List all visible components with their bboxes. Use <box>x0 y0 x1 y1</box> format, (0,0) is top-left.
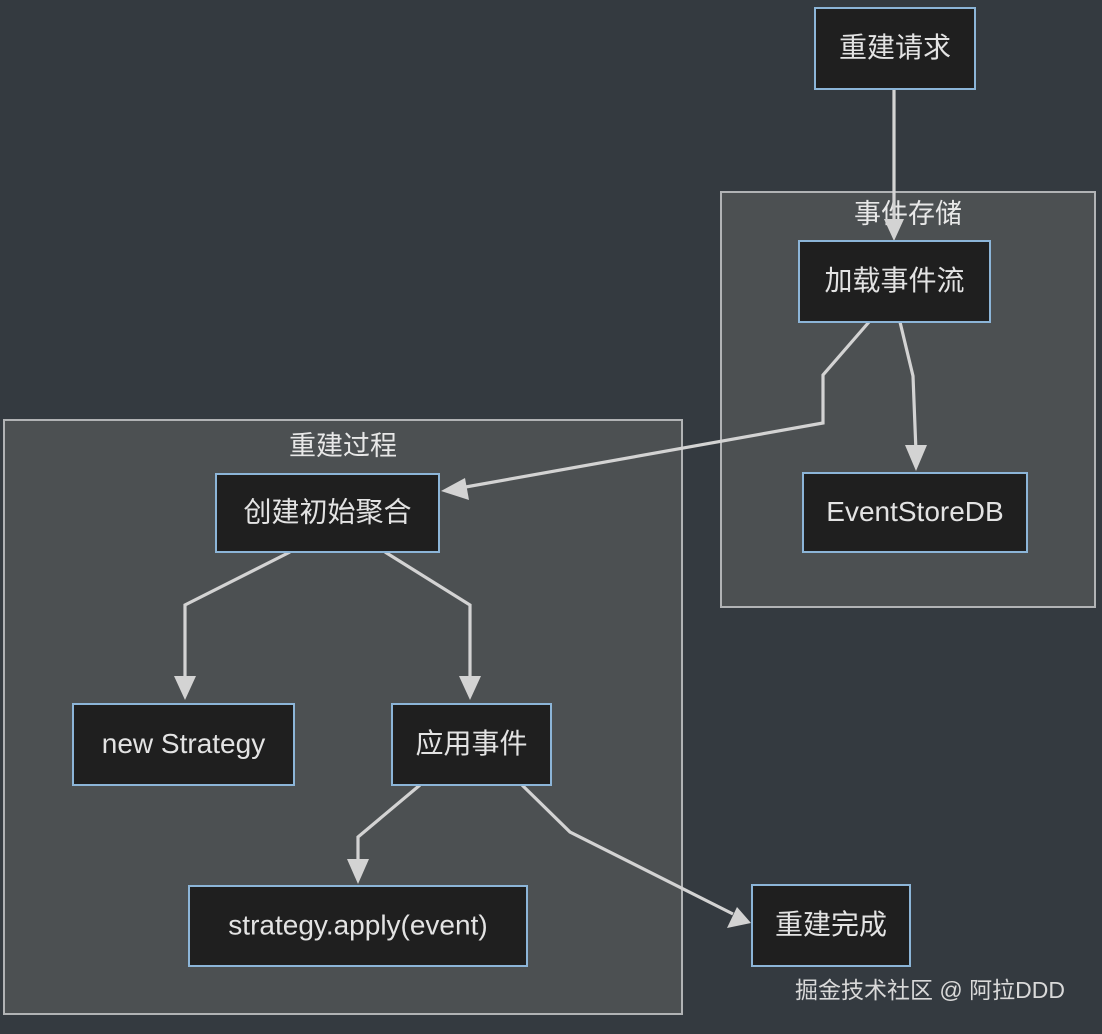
watermark-layer: 掘金技术社区 @ 阿拉DDD <box>795 977 1065 1003</box>
node-label: 重建完成 <box>775 909 887 940</box>
arrow-head-icon <box>884 219 904 241</box>
edge-edge-load-to-create-aggregate <box>441 320 871 500</box>
node-rebuild-request[interactable]: 重建请求 <box>814 7 976 90</box>
node-label: 加载事件流 <box>824 265 964 296</box>
watermark-text: 掘金技术社区 @ 阿拉DDD <box>795 977 1065 1003</box>
node-box[interactable] <box>814 7 976 90</box>
arrow-head-icon <box>905 445 927 471</box>
node-box[interactable] <box>72 703 295 786</box>
node-new-strategy[interactable]: new Strategy <box>72 703 295 786</box>
edge-edge-apply-to-rebuild-complete <box>520 783 751 928</box>
edge-edge-apply-to-strategy-apply <box>347 783 422 884</box>
edge-line <box>898 321 918 453</box>
cluster-title: 重建过程 <box>289 431 397 461</box>
edge-line <box>459 320 871 490</box>
node-box[interactable] <box>802 472 1028 553</box>
edge-line <box>384 550 472 683</box>
node-box[interactable] <box>215 473 440 553</box>
edge-edge-load-to-eventstoredb <box>898 321 927 471</box>
node-load-event-stream[interactable]: 加载事件流 <box>798 240 991 323</box>
cluster-title: 事件存储 <box>854 199 962 229</box>
node-label: new Strategy <box>102 728 265 759</box>
node-create-initial-aggregate[interactable]: 创建初始聚合 <box>215 473 440 553</box>
node-box[interactable] <box>751 884 911 967</box>
node-apply-event[interactable]: 应用事件 <box>391 703 552 786</box>
edges-layer <box>174 89 927 928</box>
edge-line <box>356 783 422 866</box>
node-strategy-apply-event[interactable]: strategy.apply(event) <box>188 885 528 967</box>
node-label: 创建初始聚合 <box>243 496 411 527</box>
arrow-head-icon <box>441 478 469 500</box>
edge-edge-create-to-apply-event <box>384 550 481 700</box>
edge-edge-request-to-load <box>884 89 904 241</box>
node-label: 应用事件 <box>415 728 527 759</box>
node-eventstoredb[interactable]: EventStoreDB <box>802 472 1028 553</box>
node-box[interactable] <box>188 885 528 967</box>
node-label: EventStoreDB <box>826 496 1003 527</box>
arrow-head-icon <box>174 676 196 700</box>
edge-line <box>183 550 291 683</box>
arrow-head-icon <box>459 676 481 700</box>
node-box[interactable] <box>391 703 552 786</box>
arrow-head-icon <box>347 859 369 884</box>
node-label: 重建请求 <box>839 32 951 63</box>
arrow-head-icon <box>727 907 751 928</box>
node-box[interactable] <box>798 240 991 323</box>
edge-line <box>520 783 734 916</box>
node-rebuild-complete[interactable]: 重建完成 <box>751 884 911 967</box>
node-label: strategy.apply(event) <box>228 909 487 940</box>
edge-edge-create-to-new-strategy <box>174 550 291 700</box>
